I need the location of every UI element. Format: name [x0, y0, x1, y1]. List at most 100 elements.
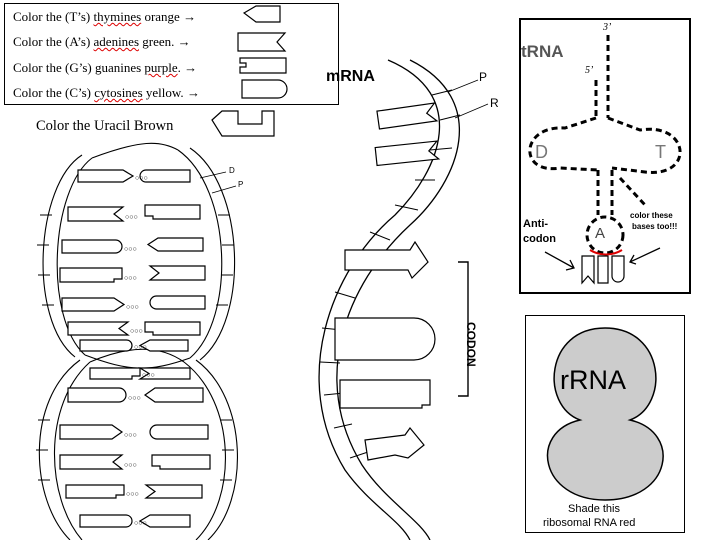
- trna-t-loop-label: T: [655, 142, 666, 162]
- hydrogen-bond-dots: ○○○: [128, 395, 141, 402]
- hydrogen-bond-dots: ○○○: [125, 214, 138, 221]
- dna-backbone-strand: [53, 361, 91, 540]
- key-line-adenine: Color the (A’s) adenines green. →: [13, 34, 191, 49]
- mrna-codon-base-3: [339, 379, 431, 409]
- adenine-shape-icon: [237, 32, 287, 52]
- dna-base-left: [79, 339, 133, 352]
- hydrogen-bond-dots: ○○○: [142, 372, 155, 379]
- dna-base-right: [144, 321, 201, 336]
- anticodon-label-2: codon: [523, 233, 556, 245]
- rrna-caption-2: ribosomal RNA red: [543, 517, 636, 529]
- mrna-backbone-tick: [369, 231, 391, 241]
- dna-base-right: [138, 339, 189, 352]
- anticodon-arrow-left: [544, 251, 575, 271]
- codon-label: CODON: [464, 322, 478, 367]
- dna-base-right: [149, 295, 206, 310]
- key-line-guanine: Color the (G’s) guanines purple. →: [13, 60, 198, 75]
- mrna-title: mRNA: [326, 68, 375, 85]
- dna-base-left: [59, 454, 124, 470]
- dna-label-p: P: [238, 180, 244, 189]
- dna-backbone-strand: [84, 354, 191, 369]
- trna-variable-arm: [618, 176, 647, 207]
- mrna-backbone-tick: [349, 451, 369, 459]
- dna-backbone-strand: [195, 359, 238, 540]
- arrow-right-icon: →: [183, 9, 197, 24]
- trna-d-arm: [528, 116, 599, 172]
- dna-base-right: [137, 367, 191, 380]
- dna-p-pointer: [211, 185, 237, 194]
- mrna-base-1: [376, 102, 439, 130]
- trna-title: tRNA: [521, 42, 564, 61]
- dna-backbone-strand: [189, 147, 236, 361]
- mrna-codon-base-1: [344, 240, 429, 280]
- arrow-right-icon: →: [177, 34, 191, 49]
- hydrogen-bond-dots: ○○○: [124, 246, 137, 253]
- dna-backbone-strand: [177, 149, 223, 359]
- dna-base-left: [79, 514, 133, 528]
- dna-base-left: [67, 321, 130, 336]
- dna-base-left: [61, 239, 123, 254]
- trna-note-2: bases too!!!: [632, 222, 678, 231]
- dna-d-pointer: [199, 171, 227, 179]
- trna-t-arm: [607, 116, 682, 174]
- trna-panel: [519, 18, 691, 294]
- hydrogen-bond-dots: ○○○: [130, 328, 143, 335]
- rrna-panel: [525, 315, 685, 533]
- hydrogen-bond-dots: ○○○: [134, 344, 147, 351]
- dna-label-d: D: [229, 166, 235, 175]
- dna-base-right: [149, 424, 209, 440]
- dna-backbone-strand: [89, 348, 185, 363]
- dna-base-left: [67, 206, 125, 222]
- dna-base-left: [89, 367, 141, 380]
- dna-base-left: [77, 169, 135, 183]
- mrna-base-2: [374, 140, 441, 167]
- dna-backbone-strand: [91, 142, 179, 159]
- mrna-backbone-tick: [431, 89, 453, 96]
- hydrogen-bond-dots: ○○○: [126, 491, 139, 498]
- arrow-right-icon: →: [186, 85, 200, 100]
- uracil-shape-icon: [211, 110, 275, 137]
- anticodon-arrow-right: [629, 247, 661, 265]
- mrna-backbone-tick: [333, 423, 353, 429]
- mrna-r-pointer: [454, 103, 489, 119]
- trna-a-label: A: [595, 225, 606, 242]
- anticodon-base-3: [611, 255, 625, 283]
- guanine-shape-icon: [239, 57, 287, 74]
- dna-base-right: [148, 265, 206, 281]
- mrna-backbone-tick: [429, 147, 453, 151]
- hydrogen-bond-dots: ○○○: [124, 275, 137, 282]
- dna-base-right: [146, 237, 204, 252]
- codon-bracket: [458, 261, 469, 397]
- dna-base-right: [143, 387, 204, 403]
- hydrogen-bond-dots: ○○○: [126, 304, 139, 311]
- mrna-backbone-tick: [319, 361, 341, 364]
- dna-base-left: [59, 267, 123, 283]
- trna-note-1: color these: [630, 211, 673, 220]
- color-key-box: Color the (T’s) thymines orange → Color …: [4, 3, 339, 105]
- anticodon-base-1: [581, 255, 595, 285]
- mrna-label-p: P: [479, 70, 488, 84]
- mrna-backbone-tick: [439, 114, 461, 121]
- mrna-backbone-tick: [394, 204, 419, 211]
- trna-end-5: 5’: [585, 65, 594, 76]
- trna-cloverleaf: [528, 35, 682, 285]
- mrna-backbone-tick: [334, 291, 356, 299]
- trna-d-loop-label: D: [535, 142, 548, 162]
- dna-base-left: [65, 484, 125, 499]
- rrna-ribosome: [546, 327, 664, 501]
- mrna-backbone-inner: [336, 59, 461, 540]
- dna-base-left: [67, 387, 127, 403]
- dna-backbone-strand: [42, 154, 83, 358]
- thymine-shape-icon: [242, 5, 281, 23]
- anticodon-label-1: Anti-: [523, 218, 549, 230]
- mrna-backbone-outer: [318, 59, 441, 540]
- dna-base-left: [61, 297, 126, 312]
- trna-end-3: 3’: [603, 22, 612, 33]
- hydrogen-bond-dots: ○○○: [124, 432, 137, 439]
- trna-anticodon-loop: [585, 215, 625, 255]
- mrna-codon-base-2: [334, 317, 436, 361]
- dna-base-right: [138, 514, 191, 528]
- hydrogen-bond-dots: ○○○: [124, 462, 137, 469]
- mrna-base-4: [364, 427, 425, 461]
